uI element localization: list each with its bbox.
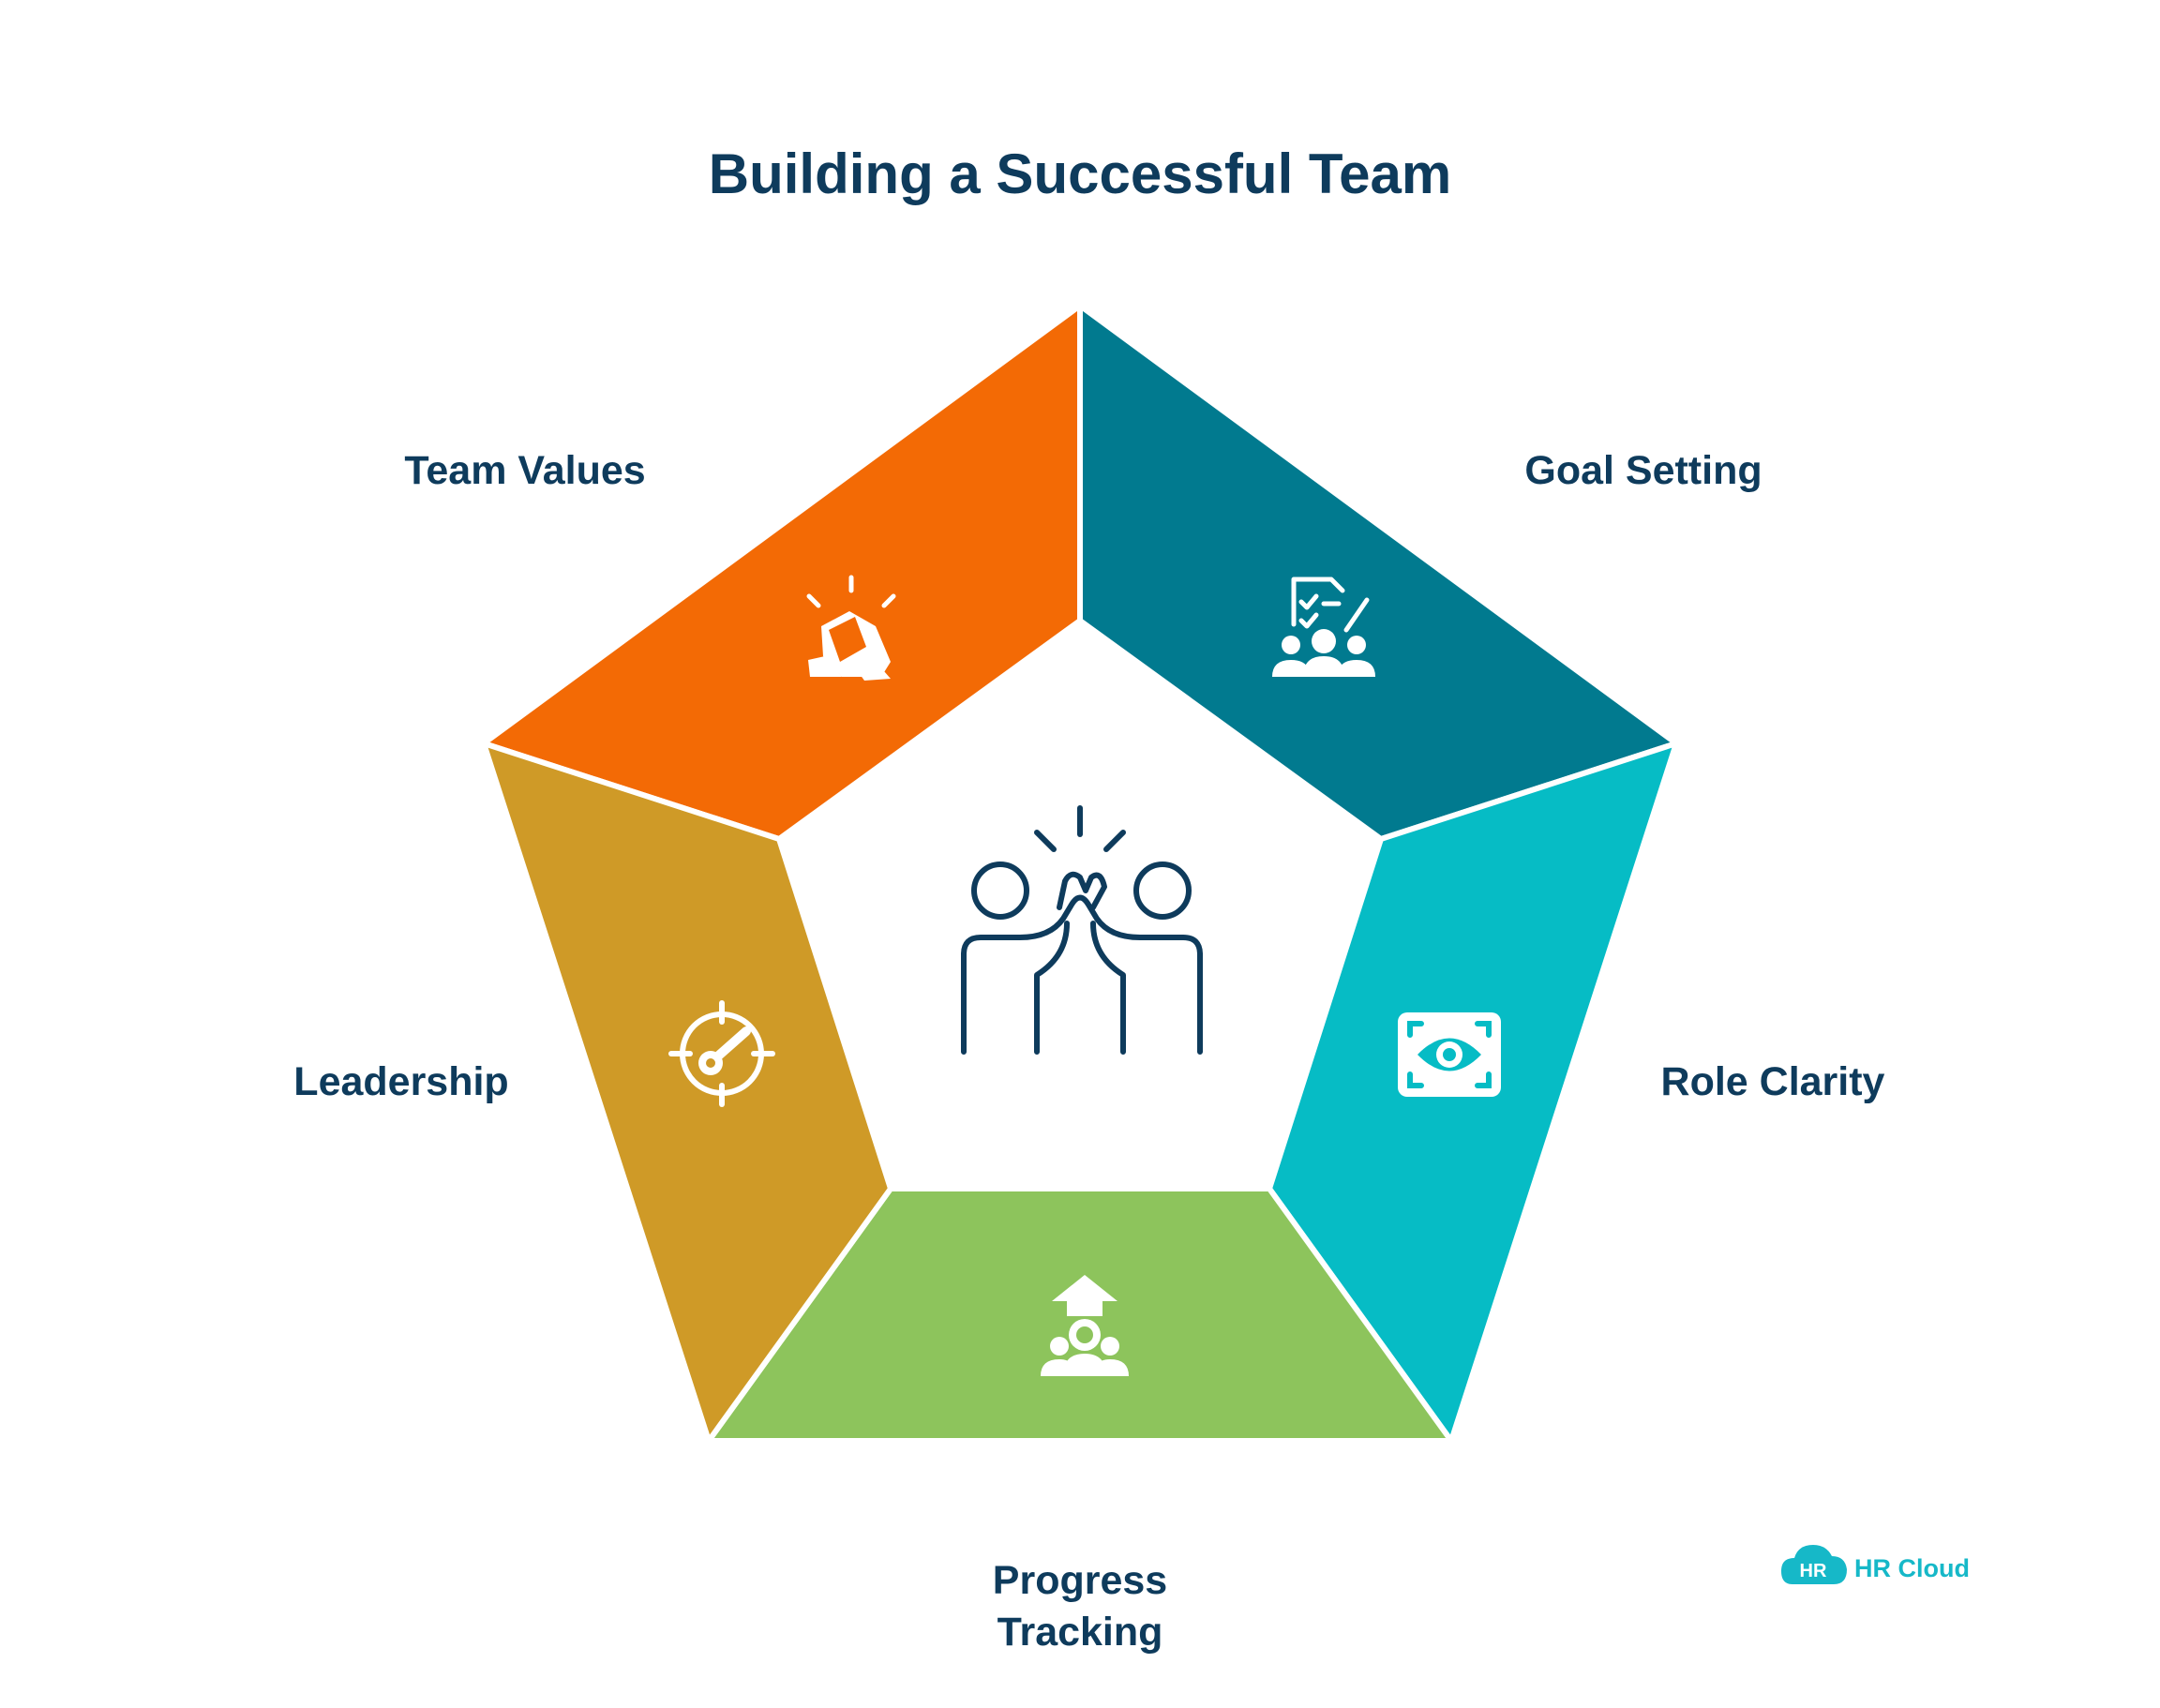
segment-goal-setting	[1077, 303, 1679, 842]
team-growth-icon	[1041, 1275, 1129, 1376]
high-five-icon	[961, 805, 1203, 1055]
logo-text: HR Cloud	[1854, 1554, 1970, 1582]
hr-cloud-logo: HR HR Cloud	[1781, 1545, 1970, 1584]
pentagon-diagram	[481, 303, 1679, 1444]
label-goal-setting: Goal Setting	[1524, 448, 1762, 493]
segment-leadership	[481, 741, 893, 1444]
target-key-icon	[668, 1000, 775, 1107]
logo-badge: HR	[1800, 1561, 1827, 1581]
label-progress-tracking-line2: Tracking	[998, 1610, 1163, 1655]
segment-team-values	[481, 303, 1083, 842]
label-leadership: Leadership	[293, 1059, 508, 1104]
label-team-values: Team Values	[404, 448, 645, 493]
checklist-team-icon	[1272, 577, 1375, 677]
idea-puzzle-icon	[806, 575, 896, 681]
label-progress-tracking-line1: Progress	[993, 1558, 1167, 1603]
label-role-clarity: Role Clarity	[1661, 1059, 1885, 1104]
eye-frame-icon	[1398, 1012, 1501, 1097]
diagram-title: Building a Successful Team	[709, 142, 1451, 205]
cloud-icon	[1781, 1545, 1847, 1584]
